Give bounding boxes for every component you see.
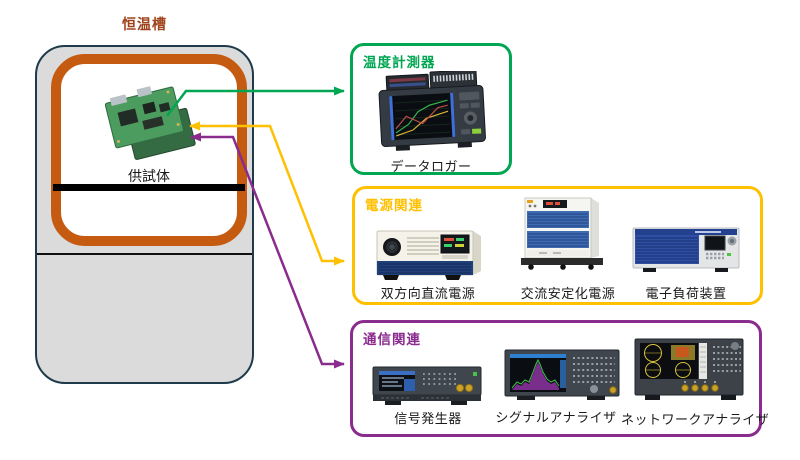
data-logger-image — [378, 69, 486, 156]
device-label-ac-stabilized-power: 交流安定化電源 — [520, 286, 616, 301]
group-communication: 通信関連 信号発生器 — [350, 320, 770, 437]
chamber-divider — [37, 253, 252, 255]
group-communication-title: 通信関連 — [363, 332, 421, 347]
bidirectional-dc-power-supply-image — [375, 228, 483, 286]
device-label-bidirectional-dc-power: 双方向直流電源 — [380, 286, 476, 301]
electronic-load-image — [631, 226, 741, 277]
device-label-electronic-load: 電子負荷装置 — [645, 286, 727, 301]
network-analyzer-image — [633, 337, 745, 410]
chamber-shelf — [53, 184, 245, 191]
group-power: 電源関連 双方向直流電源 — [352, 186, 763, 305]
chamber-title: 恒温槽 — [122, 16, 167, 32]
thermal-chamber: 供試体 — [35, 45, 254, 384]
device-label-data-logger: データロガー — [390, 159, 472, 174]
group-temperature: 温度計測器 — [350, 43, 512, 175]
device-label-signal-generator: 信号発生器 — [394, 411, 462, 426]
signal-analyzer-image — [503, 348, 621, 408]
ac-stabilized-power-supply-image — [519, 194, 605, 275]
group-power-title: 電源関連 — [365, 198, 423, 213]
group-temperature-title: 温度計測器 — [363, 55, 436, 70]
device-label-signal-analyzer: シグナルアナライザ — [495, 410, 617, 425]
specimen-pcb-image — [104, 83, 197, 165]
device-label-network-analyzer: ネットワークアナライザ — [621, 412, 770, 427]
specimen-label: 供試体 — [128, 168, 170, 184]
signal-generator-image — [371, 365, 483, 410]
